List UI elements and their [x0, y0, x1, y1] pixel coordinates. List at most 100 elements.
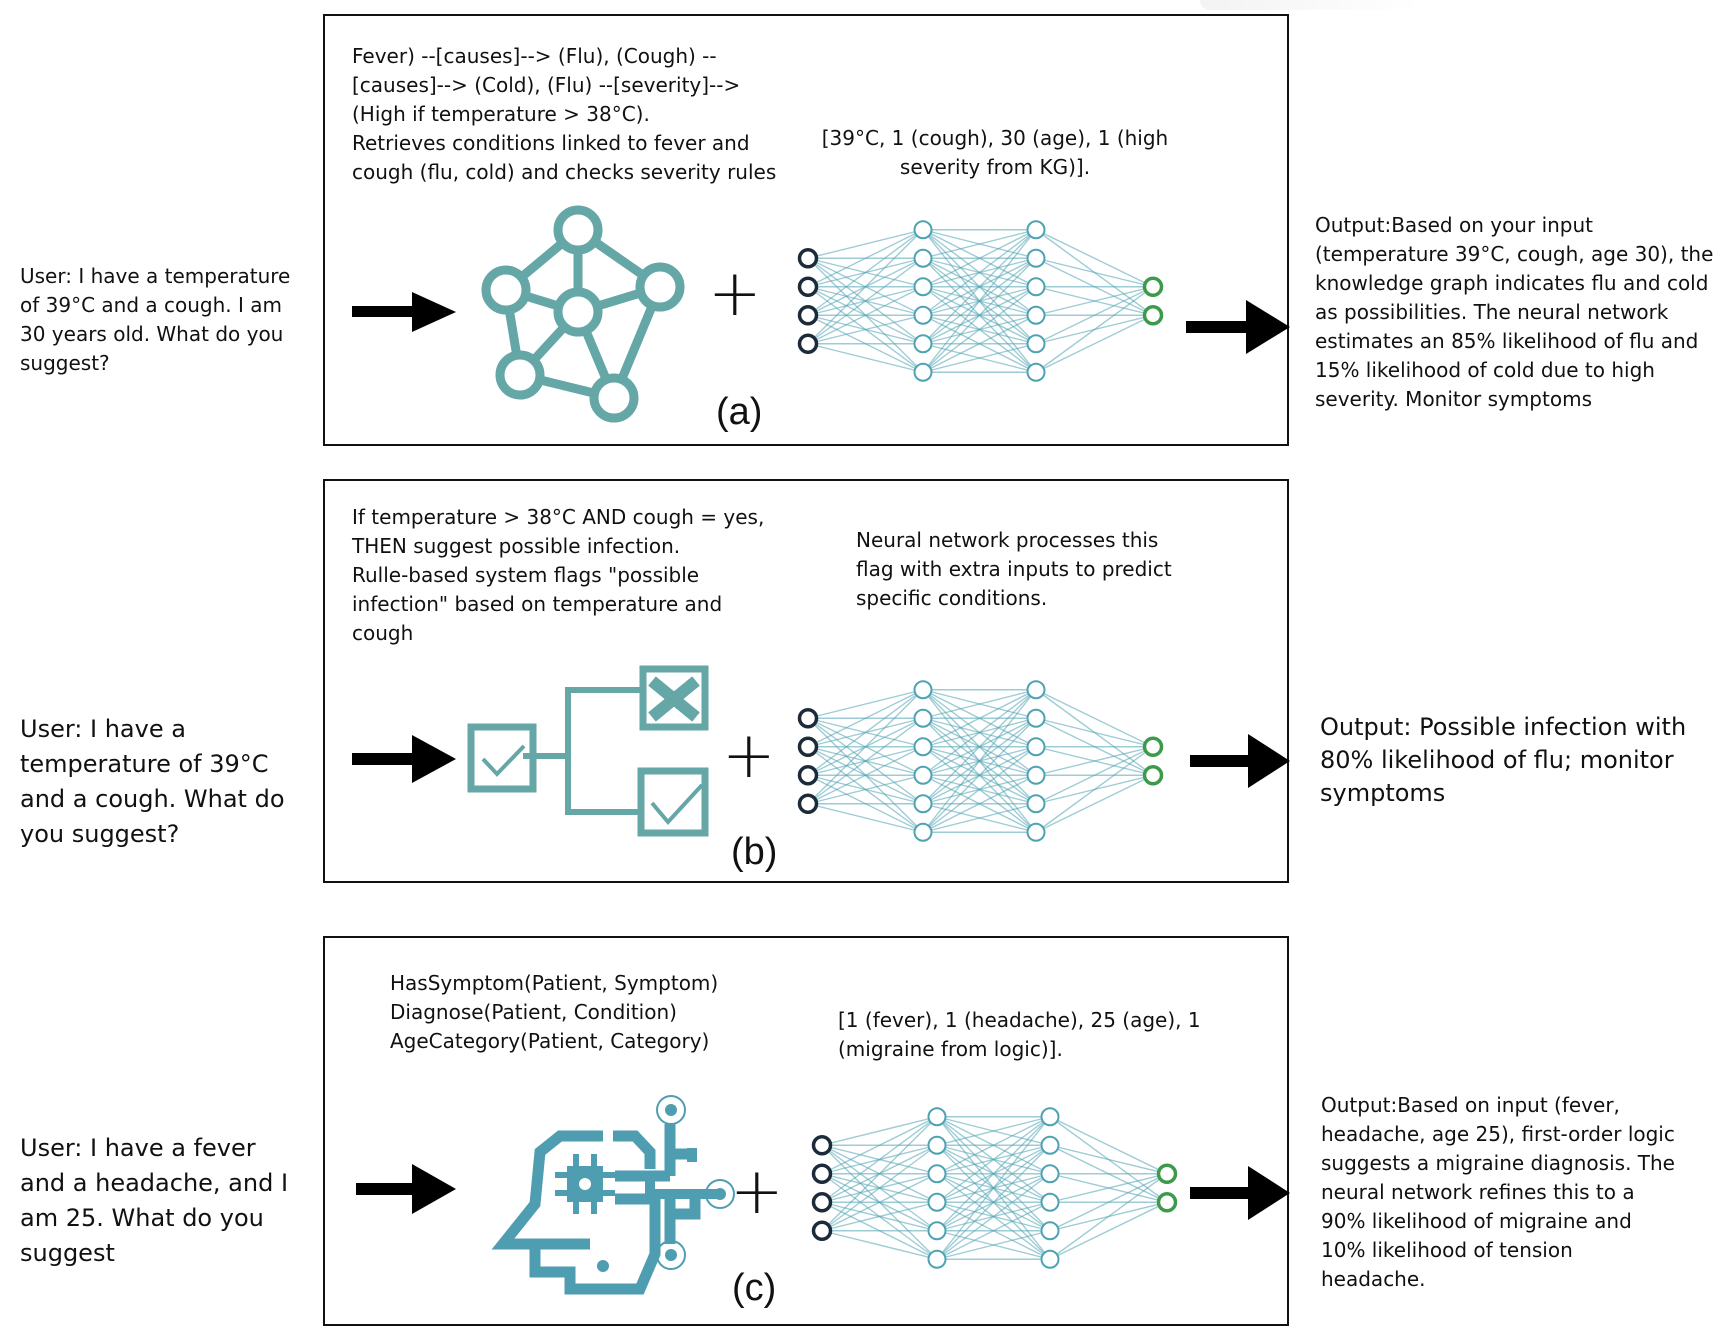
nn-edge	[821, 1116, 938, 1175]
nn-input-node	[797, 333, 819, 354]
output-arrow-a	[1186, 300, 1290, 354]
nn-hidden-node	[927, 1249, 947, 1269]
nn-edge	[807, 774, 924, 805]
output-text-c: Output:Based on input (fever, headache, …	[1321, 1093, 1675, 1291]
nn-edge	[922, 689, 1037, 833]
nn-edge	[821, 1144, 938, 1232]
nn-hidden-node	[913, 680, 933, 700]
nn-edge	[936, 1116, 1051, 1232]
kg-node	[495, 350, 545, 400]
nn-hidden-node	[913, 737, 933, 757]
nn-hidden-node	[913, 362, 933, 382]
nn-edge	[922, 774, 1037, 833]
nn-input-node	[797, 248, 819, 269]
nn-hidden-node	[1040, 1135, 1060, 1155]
neural-network-icon-b	[797, 680, 1164, 842]
nn-hidden-node	[927, 1221, 947, 1241]
nn-edge	[807, 689, 924, 719]
panel-label-a: (a)	[716, 391, 763, 433]
nn-edge	[922, 229, 1037, 288]
nn-hidden-node	[1026, 334, 1046, 354]
nn-edge	[936, 1116, 1051, 1260]
nn-edge	[1049, 1116, 1168, 1175]
nn-edge	[821, 1201, 938, 1232]
user-query-a: User: I have a temperature of 39°C and a…	[20, 264, 291, 375]
nn-edge	[922, 717, 1037, 833]
nn-edges	[807, 229, 1154, 373]
nn-edge	[807, 746, 924, 805]
nn-hidden-node	[913, 822, 933, 842]
user-query-b: User: I have a temperature of 39°C and a…	[20, 715, 285, 848]
nn-hidden-node	[1026, 248, 1046, 268]
nn-edge	[807, 229, 924, 259]
nn-hidden-node	[927, 1192, 947, 1212]
nn-edge	[821, 1116, 938, 1203]
nn-edge	[1049, 1173, 1168, 1260]
kg-node	[635, 262, 685, 312]
top-shadow	[1200, 0, 1420, 10]
nn-edge	[922, 229, 1037, 345]
plus-icon-a: +	[708, 257, 762, 331]
nn-hidden-node	[1040, 1107, 1060, 1127]
nn-edge	[922, 229, 1037, 316]
nn-edge	[1035, 746, 1154, 776]
nn-edge	[936, 1230, 1051, 1260]
output-text-a: Output:Based on your input (temperature …	[1315, 213, 1714, 411]
nn-edge	[807, 286, 924, 345]
nn-edges	[821, 1116, 1168, 1260]
nn-edge	[936, 1116, 1051, 1203]
knowledge-graph-icon	[481, 205, 685, 423]
nn-edge	[807, 689, 924, 748]
nn-hidden-node	[913, 334, 933, 354]
nn-edge	[1049, 1173, 1168, 1232]
nn-hidden-node	[927, 1164, 947, 1184]
nn-input-node	[797, 305, 819, 326]
nn-edge	[936, 1144, 1051, 1260]
nn-edge	[1035, 717, 1154, 748]
nn-output-node	[1156, 1192, 1178, 1213]
plus-icon-b: +	[722, 719, 776, 793]
cross-box-icon	[639, 665, 709, 731]
nn-edge	[1035, 746, 1154, 805]
nn-edge	[807, 689, 924, 805]
nn-edge	[922, 314, 1037, 373]
nn-input-node	[811, 1135, 833, 1156]
nn-hidden-node	[1026, 765, 1046, 785]
nn-edge	[1035, 774, 1154, 833]
nn-edge	[922, 746, 1037, 833]
nn-input-node	[811, 1220, 833, 1241]
panel-c	[323, 936, 1289, 1326]
kg-node	[553, 205, 603, 255]
nn-edge	[922, 343, 1037, 373]
nn-edge	[807, 717, 924, 805]
nn-output-node	[1142, 305, 1164, 326]
nn-edge	[936, 1201, 1051, 1260]
nn-edge	[922, 286, 1037, 373]
nn-edge	[1049, 1173, 1168, 1203]
nn-edge	[1049, 1144, 1168, 1175]
output-arrow-c	[1190, 1166, 1290, 1220]
kg-node	[553, 287, 603, 337]
nn-edge	[922, 229, 1037, 373]
nn-edge	[807, 689, 924, 776]
user-query-c: User: I have a fever and a headache, and…	[20, 1134, 289, 1267]
nn-edge	[936, 1116, 1051, 1175]
nn-edge	[807, 803, 924, 833]
input-arrow-c	[356, 1164, 456, 1214]
nn-input-node	[797, 276, 819, 297]
nn-hidden-node	[913, 220, 933, 240]
panel-label-c: (c)	[732, 1267, 777, 1309]
output-text-b: Output: Possible infection with 80% like…	[1320, 713, 1687, 807]
nn-input-node	[811, 1192, 833, 1213]
nn-edge	[1035, 286, 1154, 345]
symbolic-text-c: HasSymptom(Patient, Symptom) Diagnose(Pa…	[390, 971, 719, 1053]
nn-output-node	[1142, 765, 1164, 786]
nn-edge	[922, 689, 1037, 719]
nn-edge	[807, 229, 924, 345]
nn-edge	[936, 1116, 1051, 1146]
input-arrow-a	[352, 292, 456, 332]
nn-edge	[821, 1173, 938, 1232]
nn-input-node	[797, 765, 819, 786]
nn-edge	[821, 1116, 938, 1232]
output-arrow-b	[1190, 734, 1290, 788]
